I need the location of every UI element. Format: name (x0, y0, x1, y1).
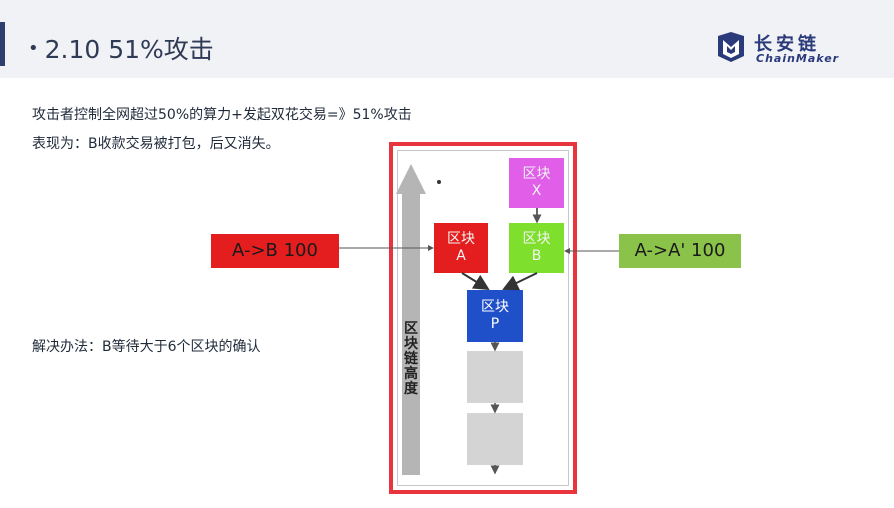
block-p-label: 区块 (481, 299, 509, 315)
axis-char-2: 块 (404, 336, 418, 352)
block-gray-1 (467, 351, 523, 403)
chainmaker-logo-icon (718, 32, 744, 62)
logo-english-text: ChainMaker (756, 52, 840, 65)
text-line-symptom: 表现为：B收款交易被打包，后又消失。 (32, 136, 280, 152)
diagram-frame (389, 142, 577, 494)
header-accent-bar (0, 22, 5, 66)
slide-title: •2.10 51%攻击 (28, 30, 214, 66)
block-x-id: X (531, 183, 542, 199)
text-line-solution: 解决办法：B等待大于6个区块的确认 (32, 339, 261, 355)
block-gray-2 (467, 413, 523, 465)
block-x-label: 区块 (522, 166, 551, 182)
title-bullet: • (28, 38, 39, 59)
axis-char-3: 链 (404, 351, 418, 367)
axis-char-5: 度 (404, 381, 418, 397)
title-text: 2.10 51%攻击 (44, 35, 214, 64)
slide-header: •2.10 51%攻击 长安链 ChainMaker (0, 0, 894, 78)
axis-char-4: 高 (404, 366, 418, 382)
block-b-label: 区块 (522, 231, 551, 247)
logo-chinese-text: 长安链 (754, 34, 820, 55)
axis-char-1: 区 (404, 321, 418, 337)
block-p-id: P (490, 316, 500, 332)
tx-box-a-to-b: A->B 100 (211, 234, 339, 268)
block-p: 区块 P (467, 290, 523, 342)
height-arrow-head (396, 164, 426, 194)
block-a-label: 区块 (447, 231, 475, 247)
block-x: 区块 X (509, 158, 564, 208)
block-a-id: A (456, 248, 466, 264)
block-b: 区块 B (509, 223, 564, 273)
blockchain-height-label: 区 块 链 高 度 (402, 322, 420, 397)
block-a: 区块 A (434, 223, 488, 273)
marker-dot (437, 180, 441, 184)
tx-box-a-to-a-prime: A->A' 100 (619, 234, 741, 268)
block-b-id: B (531, 248, 542, 264)
chainmaker-logo: 长安链 ChainMaker (714, 30, 864, 70)
height-arrow-shaft (402, 192, 420, 475)
diagram-inner-border (397, 150, 569, 486)
text-line-attack: 攻击者控制全网超过50%的算力+发起双花交易=》51%攻击 (32, 107, 412, 123)
